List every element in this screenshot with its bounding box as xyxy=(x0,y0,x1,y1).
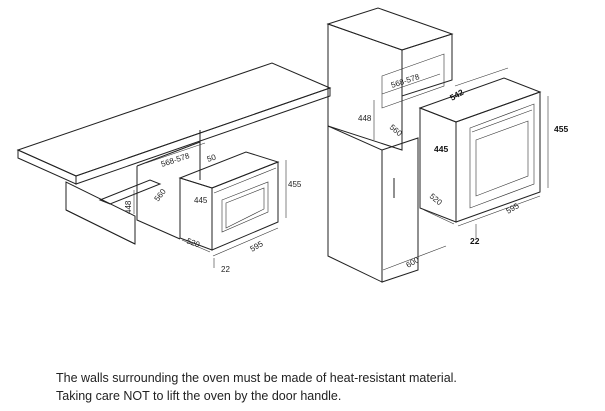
note-heat-resistant: The walls surrounding the oven must be m… xyxy=(56,371,457,385)
left-panel-offset-label: 22 xyxy=(221,265,230,274)
right-cabinet-width-label: 600 xyxy=(405,255,422,270)
left-front-width-label: 595 xyxy=(249,239,266,254)
left-oven-height-label: 455 xyxy=(288,180,302,189)
installation-notes: The walls surrounding the oven must be m… xyxy=(56,369,576,405)
left-height-cutout-label: 448 xyxy=(124,200,133,214)
right-oven-depth-label: 445 xyxy=(434,144,448,154)
right-door-depth-label: 520 xyxy=(428,192,444,208)
left-installation-figure: 568-578 50 560 448 445 455 520 595 22 xyxy=(16,62,332,274)
right-width-range-label: 568-578 xyxy=(390,72,421,90)
right-panel-offset-label: 22 xyxy=(470,236,480,246)
left-door-depth-label: 520 xyxy=(185,236,201,249)
note-door-handle: Taking care NOT to lift the oven by the … xyxy=(56,389,342,403)
left-oven-depth-label: 445 xyxy=(194,196,208,205)
right-front-width-label: 595 xyxy=(505,201,522,216)
right-top-depth-label: 542 xyxy=(448,87,466,103)
left-depth-cutout-label: 560 xyxy=(152,187,168,203)
right-oven-height-label: 455 xyxy=(554,124,568,134)
right-installation-figure: 568-578 448 560 542 445 455 520 595 22 6… xyxy=(326,7,568,283)
right-height-cutout-label: 448 xyxy=(358,114,372,123)
left-top-gap-label: 50 xyxy=(206,152,218,163)
